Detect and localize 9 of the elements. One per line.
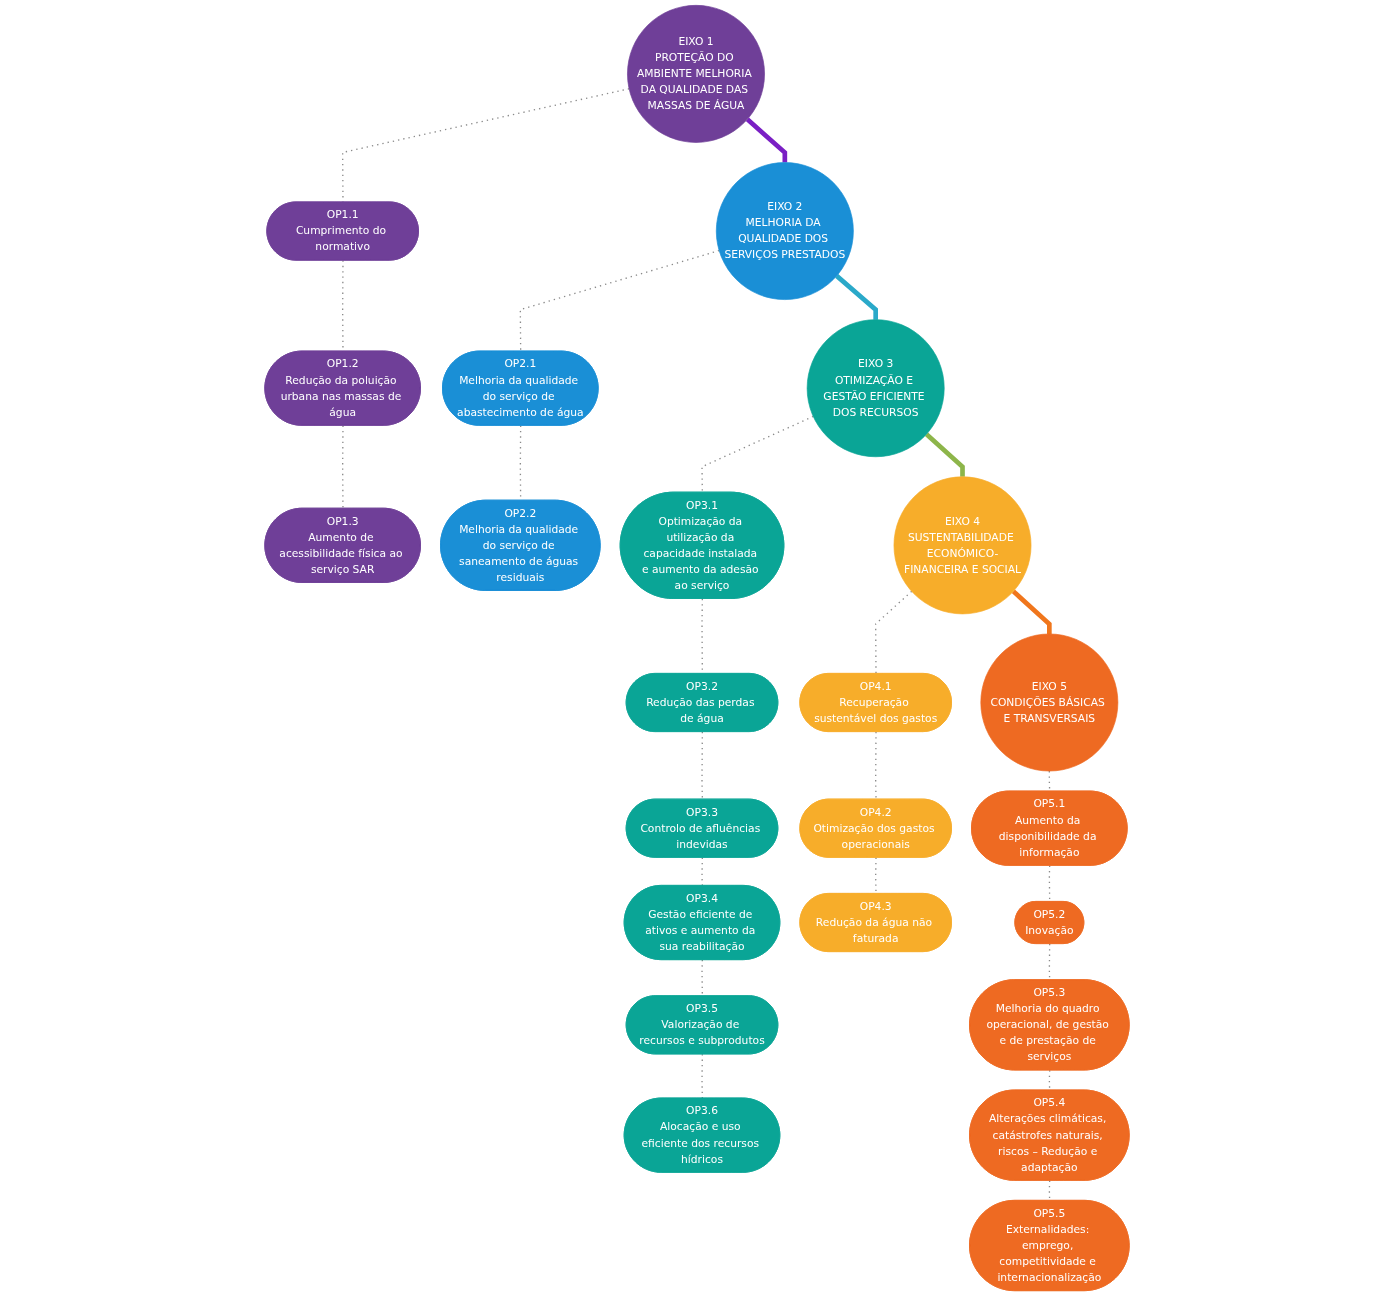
connector <box>835 274 878 320</box>
node-circle: EIXO 5 CONDIÇÕES BÁSICAS E TRANSVERSAIS <box>980 633 1119 772</box>
node-circle: EIXO 3 OTIMIZAÇÃO E GESTÃO EFICIENTE DOS RECURSOS <box>806 319 945 458</box>
node-circle: EIXO 2 MELHORIA DA QUALIDADE DOS SERVIÇOS PRESTADOS <box>715 162 854 300</box>
node-circle: EIXO 4 SUSTENTABILIDADE ECONÓMICO-FINANCEIRA E SOCIAL <box>893 476 1032 615</box>
connector <box>924 432 965 477</box>
node-circle: EIXO 1 PROTEÇÃO DO AMBIENTE MELHORIA DA QUALIDADE DAS MASSAS DE ÁGUA <box>627 5 765 143</box>
connector <box>745 117 788 163</box>
connector <box>1011 589 1052 634</box>
